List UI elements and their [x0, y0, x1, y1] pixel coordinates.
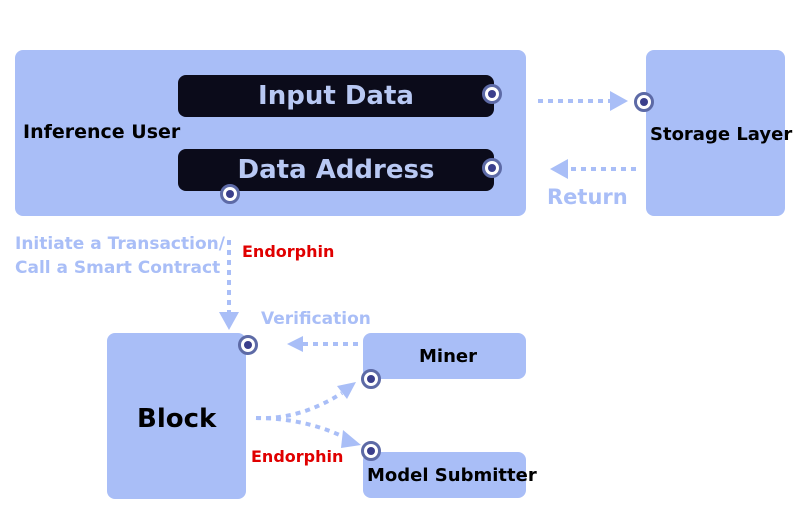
return-label: Return: [547, 185, 628, 209]
storage-layer-label: Storage Layer: [650, 124, 793, 145]
inference-user-label: Inference User: [23, 121, 181, 143]
data-address-node-right: [482, 158, 502, 178]
arrow-block-to-miner: [255, 391, 344, 421]
arrowhead-return: [550, 159, 568, 179]
miner-label: Miner: [419, 346, 477, 367]
model-submitter-box: [363, 452, 526, 498]
verification-label: Verification: [261, 309, 371, 329]
model-submitter-node: [361, 441, 381, 461]
block-box: [107, 333, 246, 499]
input-data-box: Input Data: [178, 75, 494, 117]
model-submitter-label: Model Submitter: [367, 465, 537, 486]
storage-layer-node: [634, 92, 654, 112]
data-address-box: Data Address: [178, 149, 494, 191]
endorphin-top-label: Endorphin: [242, 242, 335, 261]
initiate-transaction-label: Initiate a Transaction/: [15, 234, 225, 254]
block-label: Block: [137, 404, 217, 434]
endorphin-bottom-label: Endorphin: [251, 447, 344, 466]
arrow-block-to-submitter: [255, 416, 347, 440]
data-address-label: Data Address: [237, 155, 435, 185]
miner-node: [361, 369, 381, 389]
arrowhead-submitter: [341, 430, 361, 448]
miner-box: [363, 333, 526, 379]
storage-layer-box: [646, 50, 785, 216]
arrowhead-miner: [337, 382, 356, 399]
call-smart-contract-label: Call a Smart Contract: [15, 258, 221, 278]
input-data-label: Input Data: [258, 81, 414, 111]
arrowhead-storage: [610, 91, 628, 111]
input-data-node: [482, 84, 502, 104]
block-node: [238, 335, 258, 355]
data-address-node-bottom: [220, 184, 240, 204]
arrowhead-verification: [287, 336, 303, 352]
arrowhead-block: [219, 312, 239, 330]
